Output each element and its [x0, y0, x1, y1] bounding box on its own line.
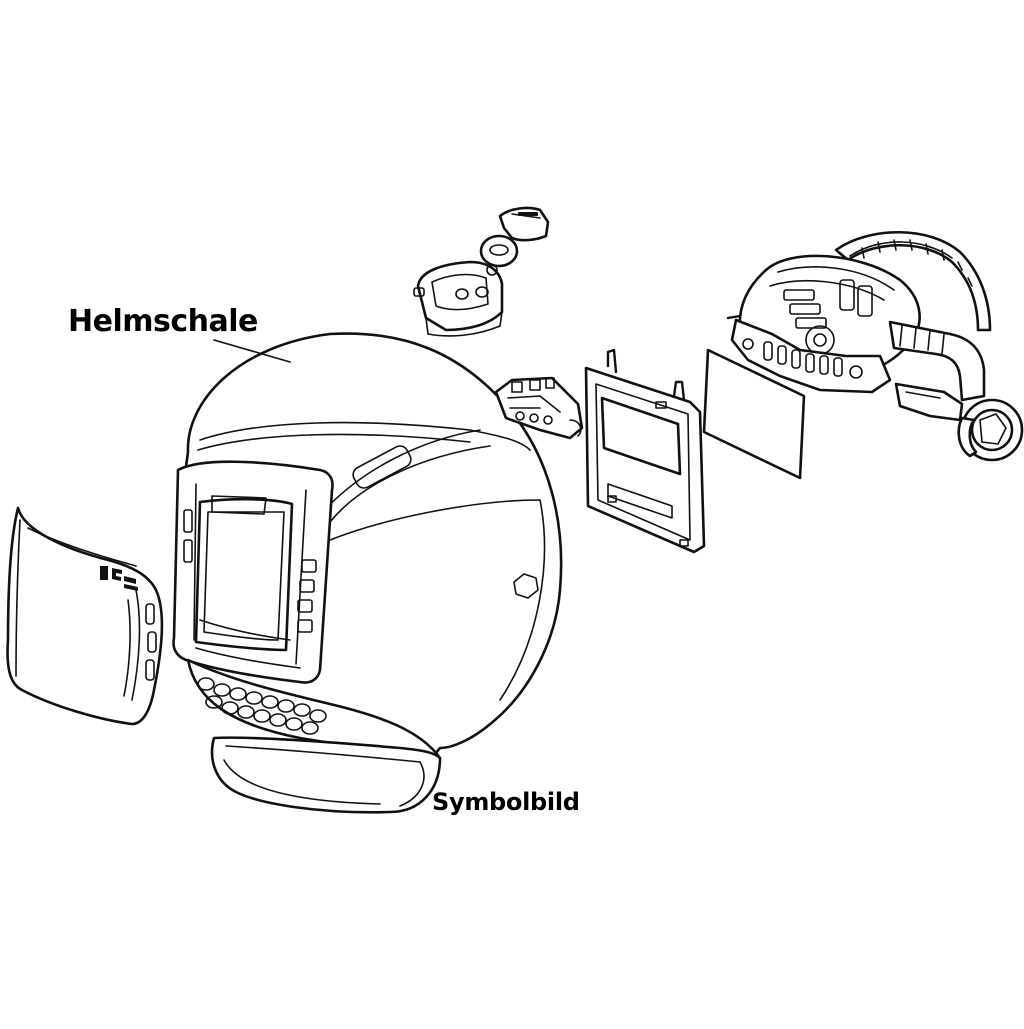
control-module — [494, 376, 584, 440]
auto-darkening-filter — [584, 348, 706, 554]
knob-cap — [498, 206, 550, 242]
knob-disc — [479, 234, 519, 268]
helmschale-leader-line — [213, 339, 291, 363]
chin-vents — [197, 677, 327, 735]
knob-base — [413, 260, 504, 337]
outer-cover-lens — [6, 506, 164, 726]
symbolbild-caption: Symbolbild — [432, 788, 580, 816]
inner-cover-lens — [702, 348, 806, 480]
helmet-shell — [172, 332, 563, 814]
headgear — [726, 230, 1024, 462]
helmschale-label: Helmschale — [68, 304, 258, 339]
ce-mark — [100, 566, 138, 591]
